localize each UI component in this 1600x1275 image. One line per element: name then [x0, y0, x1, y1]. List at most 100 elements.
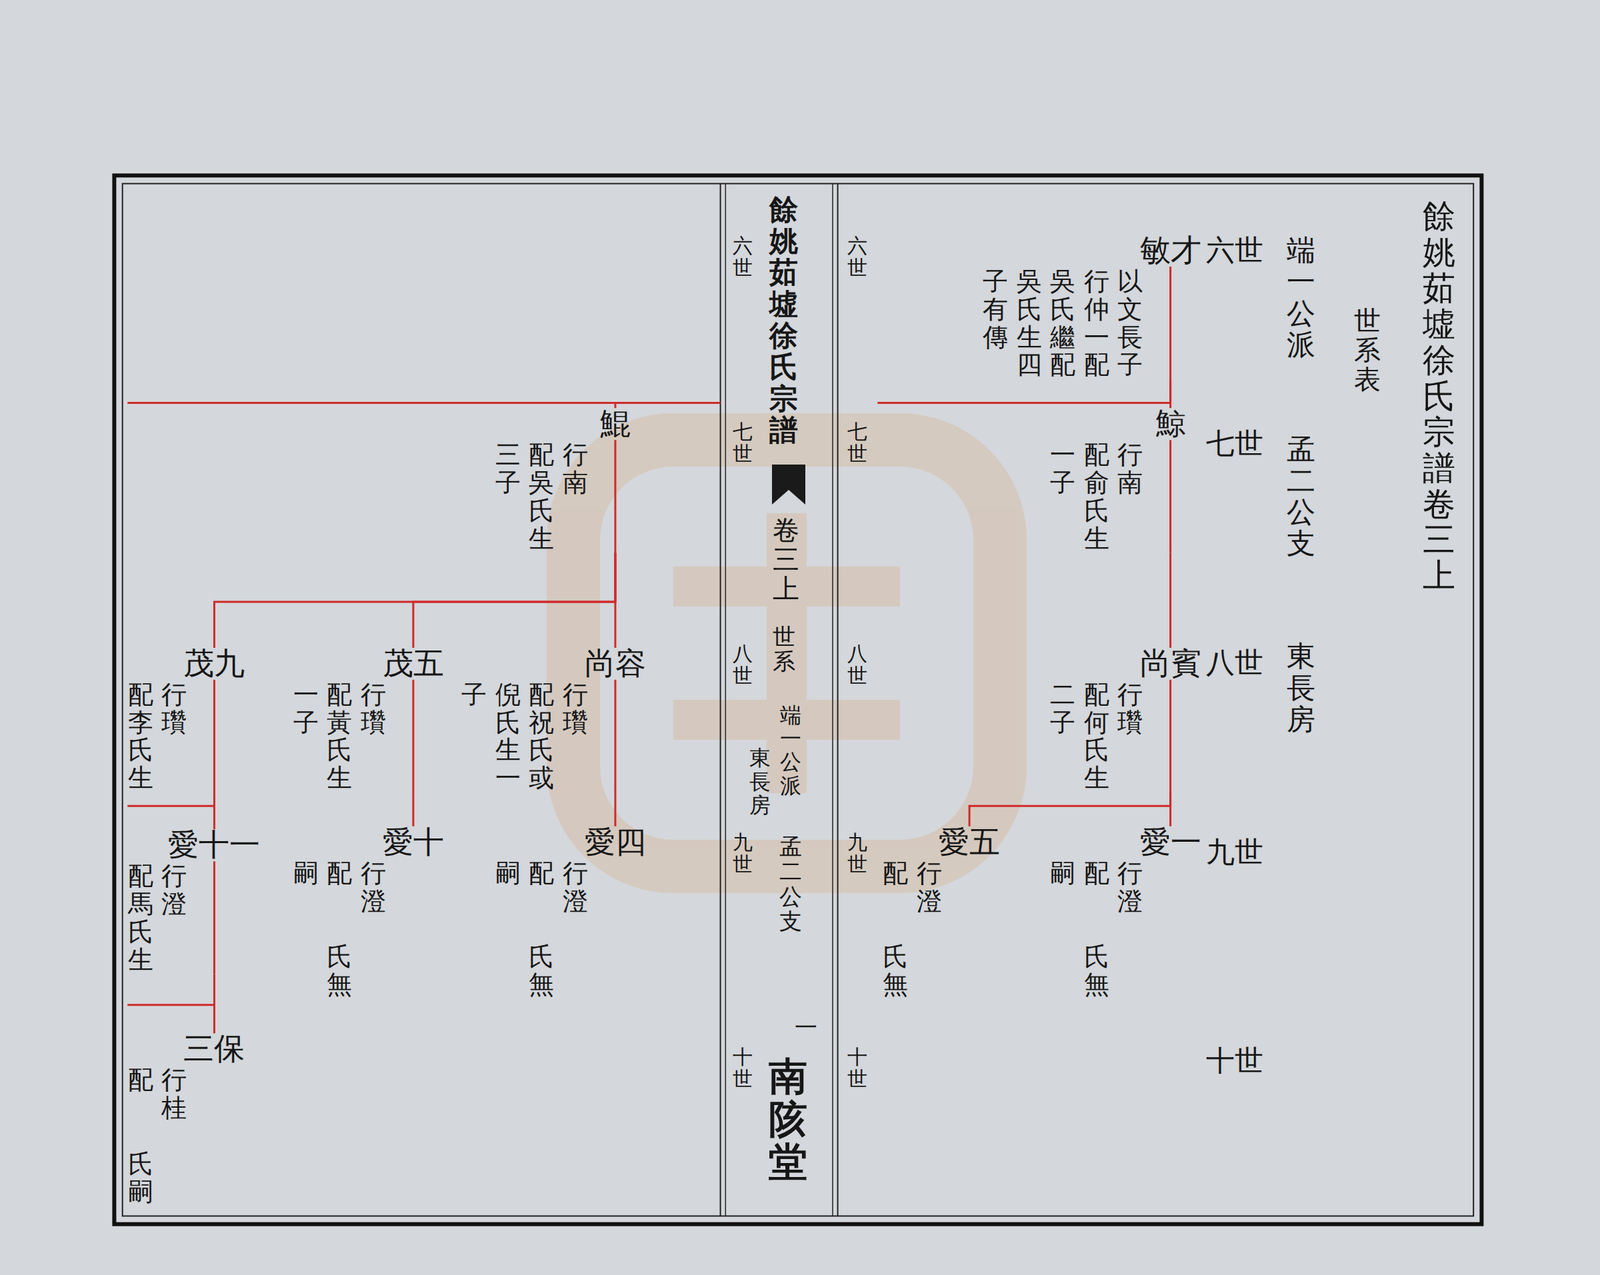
text-column: 行南	[1117, 441, 1143, 498]
text-column: 行澄	[562, 860, 588, 916]
character: 馬	[128, 890, 154, 919]
character: 姚	[1422, 234, 1456, 271]
column-label: 世系	[772, 624, 796, 675]
lineage-line	[614, 792, 616, 827]
character: 生	[128, 946, 154, 975]
column-label: 八世	[847, 642, 868, 687]
character: 子	[1050, 709, 1076, 738]
character: 一	[1084, 324, 1110, 352]
column-label: 南陔堂	[768, 1056, 808, 1184]
lineage-stub	[1169, 266, 1172, 380]
character: 卷	[1422, 486, 1456, 523]
character: 姚	[769, 225, 798, 257]
text-column: 南陔堂	[768, 1056, 808, 1184]
fold-line	[720, 184, 722, 1217]
character: 孟	[1286, 434, 1316, 466]
character: 十	[732, 1046, 753, 1068]
character: 陔	[768, 1098, 808, 1142]
character: 倪	[495, 681, 521, 710]
character: 氏	[769, 351, 798, 383]
character: 行	[161, 681, 187, 710]
column-label: 九世	[732, 831, 753, 876]
character: 生	[1016, 324, 1042, 352]
text-column: 以文長子	[1117, 268, 1143, 380]
column-label: 十世	[847, 1046, 868, 1090]
character: 三	[772, 544, 800, 574]
character: 仲	[1084, 296, 1110, 324]
column-label: 八世	[732, 642, 753, 687]
text-column: 配李氏生	[128, 681, 154, 793]
character: 氏	[1084, 736, 1110, 765]
text-column: 嗣	[1050, 860, 1076, 888]
character: 瓚	[161, 709, 187, 738]
character: 嗣	[293, 860, 319, 888]
character: 氏	[326, 736, 352, 765]
character: 配	[128, 1066, 154, 1095]
character: 氏	[326, 943, 352, 972]
character: 澄	[916, 888, 942, 916]
character: 南	[562, 469, 588, 498]
person-entry: 尚容行瓚 配祝氏或 倪氏生一 子	[461, 648, 646, 793]
lineage-line	[1169, 552, 1172, 648]
character: 茹	[769, 256, 798, 288]
character: 東	[749, 746, 771, 770]
character: 無	[1084, 971, 1110, 1000]
character: 東	[1286, 640, 1316, 672]
character: 宗	[769, 383, 798, 415]
inner-frame	[122, 184, 1474, 1217]
character: 無	[326, 971, 352, 1000]
character: 瓚	[1117, 709, 1143, 738]
generation-label: 七世	[1206, 429, 1264, 458]
lineage-stub	[213, 861, 216, 974]
column-label: 九世	[847, 831, 868, 876]
text-column: 七世	[847, 420, 868, 465]
character: 孟	[779, 834, 802, 860]
character	[128, 1122, 154, 1151]
character: 傳	[982, 324, 1008, 352]
column-label: 七世	[732, 420, 753, 465]
character: 氏	[495, 709, 521, 738]
character: 支	[779, 909, 802, 934]
character: 生	[1084, 525, 1110, 554]
lineage-continuation	[127, 1004, 214, 1006]
character: 有	[982, 296, 1008, 324]
character: 端	[1286, 234, 1316, 266]
text-column: 孟二公支	[779, 834, 802, 935]
text-column: 配俞氏生	[1084, 441, 1110, 553]
lineage-stub	[1169, 440, 1172, 553]
text-column: 行澄	[161, 862, 187, 919]
character: 端	[780, 704, 802, 728]
character: 配	[528, 681, 554, 710]
character: 公	[780, 750, 802, 774]
character	[326, 888, 352, 916]
text-column: 東長房	[749, 746, 771, 818]
character	[528, 915, 554, 944]
character: 氏	[528, 943, 554, 972]
text-column: 配 氏無	[882, 860, 908, 1000]
character: 行	[1084, 268, 1110, 296]
person-note: 行澄 配 氏無	[882, 860, 942, 1000]
outer-frame	[114, 175, 1482, 1224]
column-label: 六世	[847, 234, 868, 279]
character: 世	[732, 853, 753, 876]
person-note: 行桂 配 氏嗣	[128, 1066, 188, 1206]
lineage-line	[213, 792, 216, 830]
column-label: 孟二公支	[1286, 434, 1316, 560]
text-column: 配何氏生	[1084, 681, 1110, 793]
character: 世	[732, 1068, 753, 1090]
lineage-stub	[614, 440, 616, 553]
fold-line	[837, 184, 839, 1217]
text-column: 餘姚茹墟徐氏宗譜	[769, 194, 798, 446]
text-column: 吳氏生四	[1016, 268, 1042, 380]
character: 七	[847, 420, 868, 443]
character: 生	[1084, 764, 1110, 793]
character: 公	[1286, 298, 1316, 330]
person-entry: 敏才以文長子 行仲一配 吳氏繼配 吳氏生四 子有傳	[982, 234, 1201, 380]
text-column: 一子	[293, 681, 319, 738]
person-note: 行瓚 配何氏生 二子	[1050, 681, 1143, 793]
generation-label: 九世	[1206, 838, 1264, 867]
character: 行	[562, 681, 588, 710]
character: 譜	[769, 414, 798, 446]
character: 世	[732, 256, 753, 279]
